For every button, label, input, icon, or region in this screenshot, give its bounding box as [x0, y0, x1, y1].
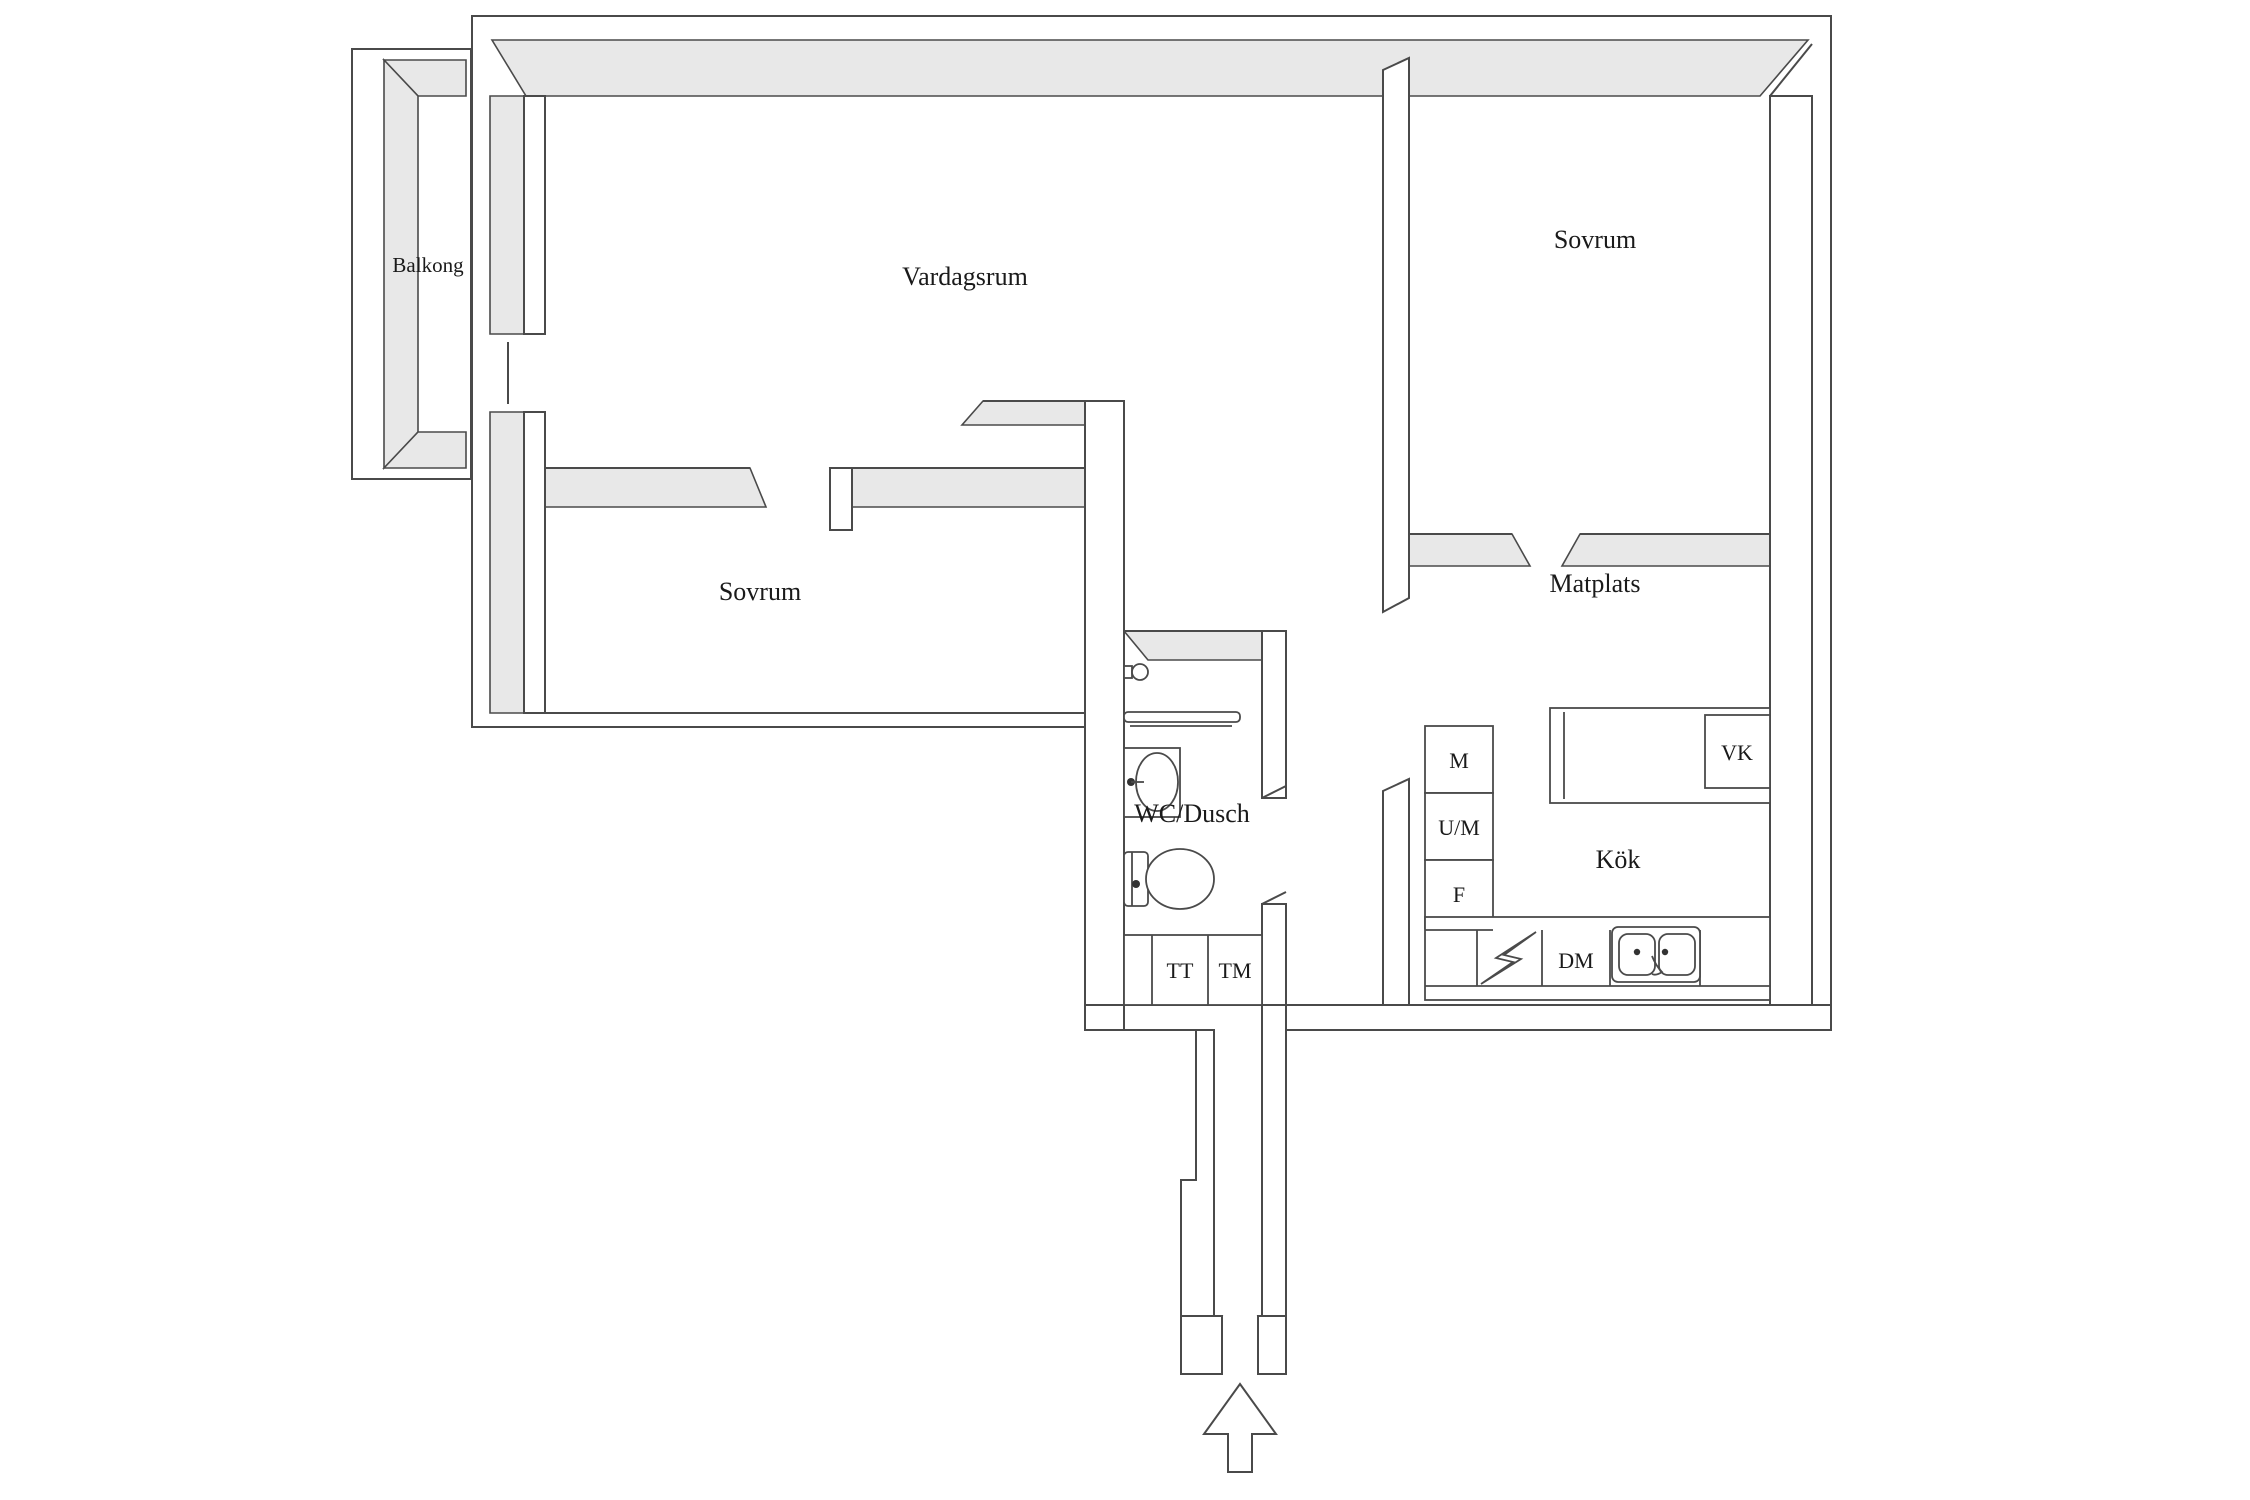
label-appliance-vk: VK	[1721, 740, 1753, 765]
bedroom-top-southwall-cap-b	[1560, 533, 1771, 567]
label-appliance-f: F	[1453, 882, 1465, 907]
labels: Balkong Vardagsrum Sovrum Sovrum Matplat…	[392, 225, 1753, 983]
bedroom-wc-wall	[1084, 400, 1125, 1031]
kitchen-hall-wall	[1382, 777, 1410, 1006]
wc-toilet	[1123, 848, 1215, 910]
label-balkong: Balkong	[392, 253, 464, 277]
east-wall-top-bevel	[1769, 43, 1813, 97]
balcony-cap-bottom	[382, 431, 467, 469]
livingroom-bottomwall-cap	[960, 400, 1086, 426]
top-wall-cap	[490, 39, 1810, 97]
label-matplats: Matplats	[1550, 569, 1641, 598]
appliance-vk-box	[1704, 714, 1771, 789]
label-appliance-tt: TT	[1167, 958, 1194, 983]
label-vardagsrum: Vardagsrum	[902, 262, 1028, 291]
kitchen-units	[1424, 707, 1771, 1001]
left-wall-lower-cap	[489, 411, 525, 714]
wc-sink	[1123, 747, 1181, 818]
label-sovrum-left: Sovrum	[719, 577, 801, 606]
left-wall-upper-cap	[489, 95, 525, 335]
label-appliance-um: U/M	[1438, 815, 1480, 840]
laundry-counter	[1123, 934, 1263, 1006]
appliance-um-box	[1424, 792, 1494, 861]
label-wc-dusch: WC/Dusch	[1134, 799, 1250, 828]
label-appliance-tm: TM	[1219, 958, 1252, 983]
label-sovrum-top: Sovrum	[1554, 225, 1636, 254]
entry-stub-right	[1257, 1315, 1287, 1375]
bedroom-left-door-jamb	[829, 467, 853, 531]
wc-east-wall-lower	[1261, 903, 1287, 1375]
entry-arrow-icon	[1202, 1382, 1278, 1473]
kitchen-sink	[1611, 926, 1701, 983]
wall-bodies	[507, 43, 1831, 1375]
wc-east-wall-upper	[1261, 630, 1287, 799]
balcony-outer-wall	[351, 48, 472, 480]
bedroom-top-southwall-cap-a	[1408, 533, 1532, 567]
entry-stub-left	[1180, 1315, 1223, 1375]
label-appliance-m: M	[1449, 748, 1469, 773]
left-wall-upper	[523, 95, 546, 335]
shower-shelf	[1123, 711, 1241, 723]
east-wall	[1769, 95, 1813, 1006]
kitchen-peninsula	[1549, 707, 1771, 804]
label-kok: Kök	[1596, 845, 1641, 874]
bedroom-left-topwall-cap-b	[828, 467, 1086, 508]
label-appliance-dm: DM	[1558, 948, 1593, 973]
left-wall-lower	[523, 411, 546, 714]
divider-wall	[1382, 56, 1410, 614]
wc-fittings	[1123, 663, 1263, 1006]
corner-cabinet-zigzag	[1480, 931, 1537, 985]
bedroom-left-topwall-cap-a	[544, 467, 768, 508]
shower-mixer	[1123, 663, 1149, 681]
